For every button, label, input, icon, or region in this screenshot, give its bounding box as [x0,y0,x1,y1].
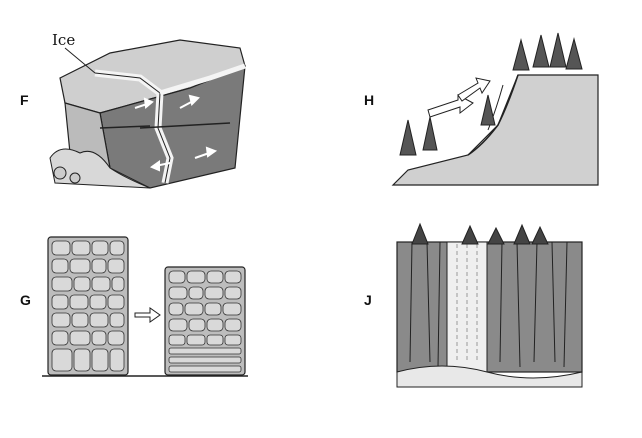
panel-letter-j: J [364,292,372,308]
panel-letter-f: F [20,92,29,108]
panel-h-slope-illustration [391,32,599,186]
ice-label: Ice [52,31,76,49]
panel-letter-g: G [20,292,31,308]
panel-letter-h: H [364,92,375,108]
panel-g-stone-wall-illustration [42,236,248,377]
panel-j-waterfall-illustration [396,222,583,388]
panel-f-ice-wedging-illustration [49,39,246,189]
